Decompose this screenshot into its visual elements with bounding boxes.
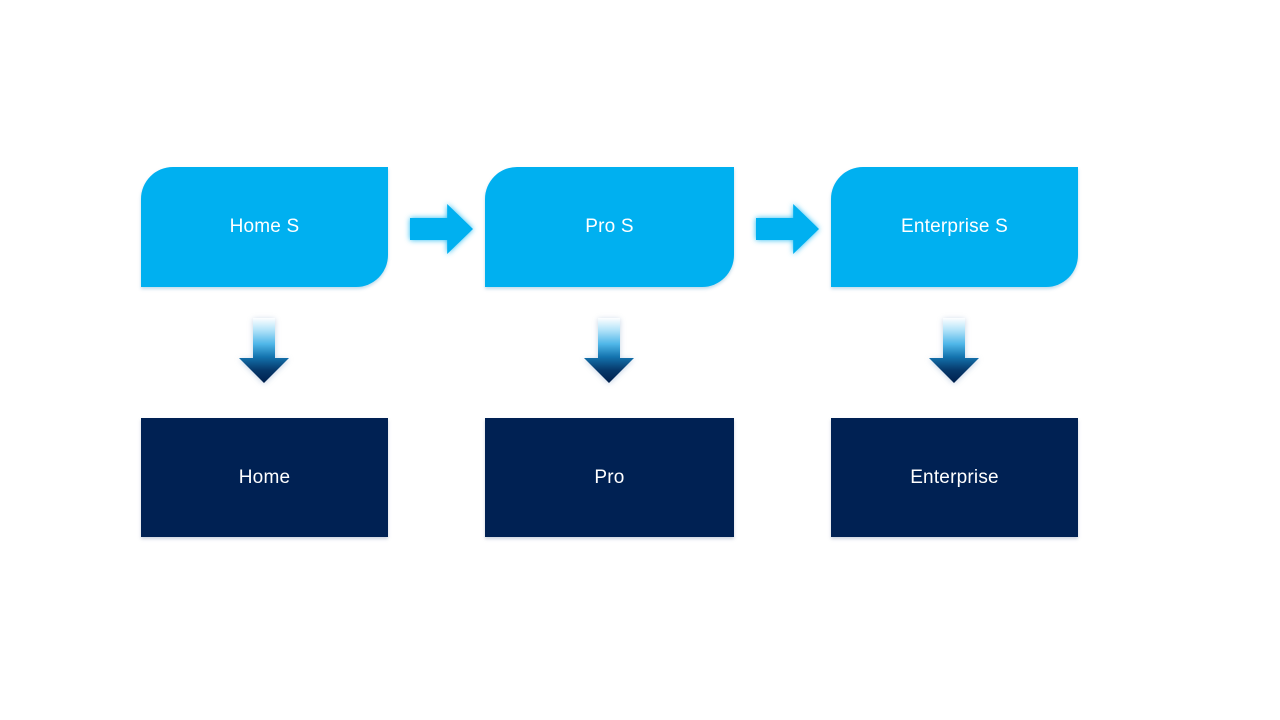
bottom-box-home-label: Home [238, 466, 291, 488]
down-arrow-shape [239, 318, 289, 383]
down-arrow-icon [584, 318, 634, 383]
right-arrow-icon [756, 204, 819, 254]
bottom-box-enterprise-label: Enterprise [910, 466, 999, 488]
bottom-box-home: Home [141, 418, 388, 537]
top-box-enterprise-s: Enterprise S [831, 167, 1078, 287]
bottom-box-pro-label: Pro [594, 466, 625, 488]
top-box-enterprise-s-label: Enterprise S [901, 216, 1008, 237]
right-arrow-icon [410, 204, 473, 254]
down-arrow-shape [929, 318, 979, 383]
top-box-pro-s: Pro S [485, 167, 734, 287]
right-arrow-shape [410, 204, 473, 254]
top-box-pro-s-label: Pro S [585, 216, 634, 237]
down-arrow-shape [584, 318, 634, 383]
top-box-home-s-label: Home S [229, 216, 300, 237]
bottom-box-enterprise: Enterprise [831, 418, 1078, 537]
right-arrow-shape [756, 204, 819, 254]
top-box-home-s: Home S [141, 167, 388, 287]
down-arrow-icon [239, 318, 289, 383]
bottom-box-pro: Pro [485, 418, 734, 537]
down-arrow-icon [929, 318, 979, 383]
